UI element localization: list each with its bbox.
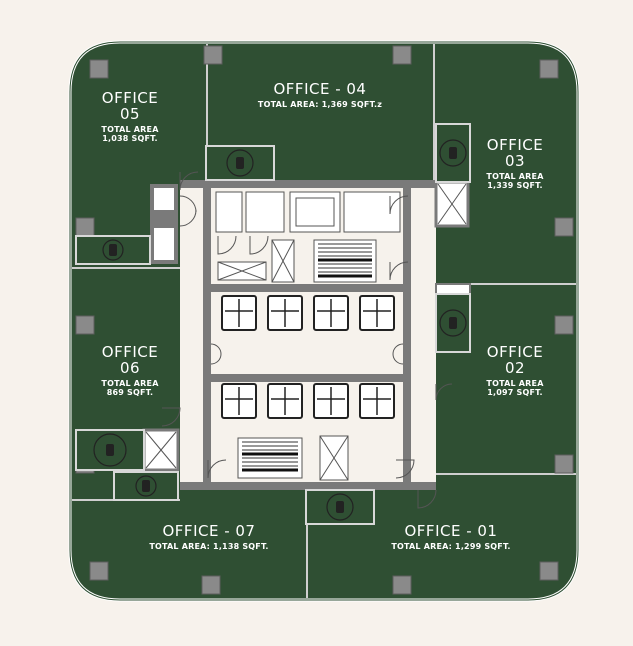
office-03-label: OFFICE 03 TOTAL AREA 1,339 SQFT.: [468, 136, 562, 190]
office-05-area-label: TOTAL AREA: [101, 124, 159, 134]
office-05-name: OFFICE: [101, 89, 159, 107]
office-03-area-value: 1,339 SQFT.: [487, 180, 543, 190]
door-swings: [161, 171, 453, 509]
office-06-area-label: TOTAL AREA: [101, 378, 159, 388]
office-03-name: OFFICE: [486, 136, 544, 154]
stair-bottom: [237, 435, 349, 481]
washroom-pod: [75, 429, 145, 471]
office-01-name: OFFICE - 01: [404, 522, 498, 540]
office-06-name: OFFICE: [101, 343, 159, 361]
office-05-number: 05: [119, 104, 141, 123]
office-03-area-label: TOTAL AREA: [486, 171, 544, 181]
office-05-area-value: 1,038 SQFT.: [102, 133, 158, 143]
office-03-number: 03: [504, 151, 526, 170]
washroom-pod: [205, 145, 275, 181]
washroom-pod: [113, 471, 179, 501]
washroom-blocks: [75, 123, 471, 525]
office-06-area-value: 869 SQFT.: [106, 387, 154, 397]
office-04-label: OFFICE - 04 TOTAL AREA: 1,369 SQFT.z: [235, 80, 405, 109]
stair-top: [313, 239, 377, 283]
lift-car: [221, 295, 257, 331]
lift-car: [359, 295, 395, 331]
office-05-label: OFFICE 05 TOTAL AREA 1,038 SQFT.: [82, 89, 178, 143]
office-01-area: TOTAL AREA: 1,299 SQFT.: [391, 541, 511, 551]
lift-car: [313, 295, 349, 331]
lift-car: [267, 383, 303, 419]
office-07-label: OFFICE - 07 TOTAL AREA: 1,138 SQFT.: [130, 522, 288, 551]
office-02-area-value: 1,097 SQFT.: [487, 387, 543, 397]
office-04-name: OFFICE - 04: [273, 80, 367, 98]
office-01-label: OFFICE - 01 TOTAL AREA: 1,299 SQFT.: [372, 522, 530, 551]
washroom-pod: [435, 123, 471, 183]
lift-bank: [221, 295, 395, 419]
office-02-label: OFFICE 02 TOTAL AREA 1,097 SQFT.: [468, 343, 562, 397]
structural-columns: [75, 45, 574, 595]
office-06-label: OFFICE 06 TOTAL AREA 869 SQFT.: [82, 343, 178, 397]
office-07-name: OFFICE - 07: [162, 522, 256, 540]
building-core: [180, 180, 436, 490]
office-02-area-label: TOTAL AREA: [486, 378, 544, 388]
office-02-number: 02: [504, 358, 526, 377]
office-04-area: TOTAL AREA: 1,369 SQFT.z: [257, 99, 383, 109]
washroom-pod: [305, 489, 375, 525]
washroom-pod: [75, 235, 151, 265]
lift-car: [221, 383, 257, 419]
lift-car: [267, 295, 303, 331]
office-06-number: 06: [119, 358, 141, 377]
lift-car: [313, 383, 349, 419]
office-07-area: TOTAL AREA: 1,138 SQFT.: [149, 541, 269, 551]
lift-car: [359, 383, 395, 419]
office-02-name: OFFICE: [486, 343, 544, 361]
washroom-pod: [435, 293, 471, 353]
